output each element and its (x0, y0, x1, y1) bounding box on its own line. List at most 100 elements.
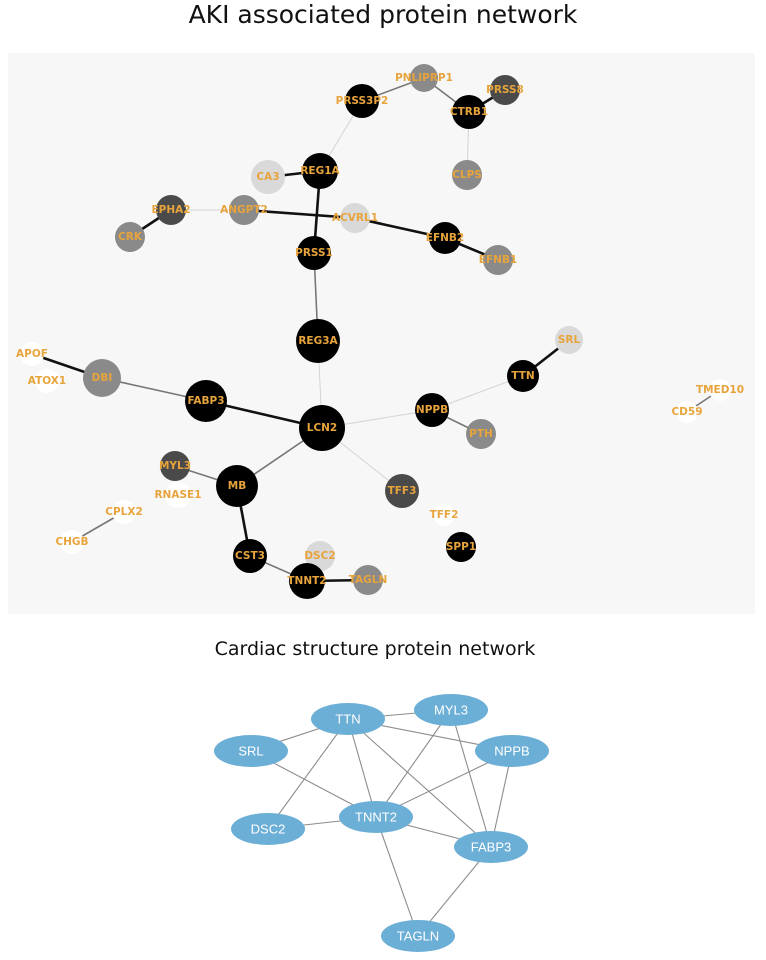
node-myl3[interactable]: MYL3 (159, 451, 191, 481)
node-circle (233, 539, 267, 573)
node-acvrl1[interactable]: ACVRL1 (332, 203, 378, 233)
cardiac-network-title: Cardiac structure protein network (214, 638, 536, 660)
node-circle (185, 380, 227, 422)
cardiac-node-label: SRL (238, 744, 263, 759)
cardiac-node-fabp3[interactable]: FABP3 (454, 831, 528, 863)
node-epha2[interactable]: EPHA2 (151, 195, 191, 225)
cardiac-node-tnnt2[interactable]: TNNT2 (339, 801, 413, 833)
cardiac-node-shape (475, 735, 549, 767)
cardiac-edge-ttn-dsc2 (267, 718, 349, 830)
node-clps[interactable]: CLPS (452, 160, 482, 190)
node-label: ATOX1 (28, 375, 66, 387)
node-mb[interactable]: MB (216, 465, 258, 507)
node-label: REG1A (300, 165, 340, 177)
node-label: CHGB (55, 536, 88, 548)
cardiac-node-shape (311, 703, 385, 735)
node-label: EFNB2 (426, 232, 464, 244)
node-cst3[interactable]: CST3 (233, 539, 267, 573)
node-tmed10[interactable]: TMED10 (696, 379, 744, 401)
node-prss8[interactable]: PRSS8 (486, 75, 524, 105)
node-label: CPLX2 (105, 506, 143, 518)
node-ttn[interactable]: TTN (507, 360, 539, 392)
node-label: CRK (118, 231, 143, 243)
node-circle (112, 500, 136, 524)
node-circle (216, 465, 258, 507)
cardiac-edge-ttn-tnnt2 (347, 718, 377, 818)
node-apof[interactable]: APOF (16, 342, 48, 366)
node-crk[interactable]: CRK (115, 222, 145, 252)
node-tagln[interactable]: TAGLN (349, 565, 388, 595)
node-pnliprp1[interactable]: PNLIPRP1 (395, 64, 453, 92)
node-prss3p2[interactable]: PRSS3P2 (336, 84, 389, 118)
node-circle (709, 379, 731, 401)
node-label: TTN (511, 370, 534, 382)
cardiac-node-label: TNNT2 (355, 810, 397, 825)
cardiac-node-label: TTN (335, 712, 360, 727)
aki-network-title: AKI associated protein network (188, 0, 578, 29)
cardiac-node-label: FABP3 (471, 840, 511, 855)
cardiac-node-shape (231, 813, 305, 845)
node-circle (429, 222, 461, 254)
cardiac-node-srl[interactable]: SRL (214, 735, 288, 767)
node-ca3[interactable]: CA3 (251, 160, 285, 194)
node-label: TNNT2 (287, 575, 326, 587)
node-label: SRL (558, 334, 581, 346)
node-cplx2[interactable]: CPLX2 (105, 500, 143, 524)
node-lcn2[interactable]: LCN2 (299, 405, 345, 451)
node-efnb2[interactable]: EFNB2 (426, 222, 464, 254)
node-circle (490, 75, 520, 105)
node-label: TFF2 (430, 509, 459, 521)
node-dsc2[interactable]: DSC2 (304, 541, 336, 571)
node-circle (35, 369, 59, 393)
node-label: MYL3 (159, 460, 191, 472)
node-circle (115, 222, 145, 252)
node-tnnt2[interactable]: TNNT2 (287, 563, 327, 599)
node-circle (251, 160, 285, 194)
node-circle (305, 541, 335, 571)
node-circle (555, 326, 583, 354)
node-label: DSC2 (304, 550, 335, 562)
node-cd59[interactable]: CD59 (671, 401, 703, 423)
node-label: RNASE1 (154, 489, 201, 501)
node-efnb1[interactable]: EFNB1 (479, 245, 517, 275)
node-circle (83, 359, 121, 397)
node-label: EPHA2 (151, 204, 190, 216)
node-circle (415, 393, 449, 427)
node-tff2[interactable]: TFF2 (430, 504, 459, 526)
cardiac-node-tagln[interactable]: TAGLN (381, 920, 455, 952)
cardiac-node-shape (214, 735, 288, 767)
node-circle (483, 245, 513, 275)
node-label: NPPB (416, 404, 448, 416)
cardiac-edge-tnnt2-tagln (375, 816, 419, 937)
node-label: APOF (16, 348, 48, 360)
node-atox1[interactable]: ATOX1 (28, 369, 66, 393)
node-angpt2[interactable]: ANGPT2 (220, 195, 268, 225)
cardiac-node-label: TAGLN (397, 929, 439, 944)
cardiac-node-ttn[interactable]: TTN (311, 703, 385, 735)
node-label: TFF3 (388, 485, 417, 497)
node-tff3[interactable]: TFF3 (385, 474, 419, 508)
node-label: TAGLN (349, 574, 388, 586)
node-prss1[interactable]: PRSS1 (295, 236, 333, 270)
cardiac-node-nppb[interactable]: NPPB (475, 735, 549, 767)
node-ctrb1[interactable]: CTRB1 (450, 95, 488, 129)
node-fabp3[interactable]: FABP3 (185, 380, 227, 422)
cardiac-node-myl3[interactable]: MYL3 (414, 694, 488, 726)
node-srl[interactable]: SRL (555, 326, 583, 354)
node-circle (60, 530, 84, 554)
node-circle (433, 504, 455, 526)
node-label: PNLIPRP1 (395, 72, 453, 84)
cardiac-node-shape (381, 920, 455, 952)
node-nppb[interactable]: NPPB (415, 393, 449, 427)
node-label: DBI (92, 372, 113, 384)
node-spp1[interactable]: SPP1 (446, 532, 476, 562)
node-reg1a[interactable]: REG1A (300, 153, 341, 189)
cardiac-node-dsc2[interactable]: DSC2 (231, 813, 305, 845)
node-circle (385, 474, 419, 508)
node-pth[interactable]: PTH (466, 419, 496, 449)
node-chgb[interactable]: CHGB (55, 530, 89, 554)
node-rnase1[interactable]: RNASE1 (154, 482, 202, 508)
node-dbi[interactable]: DBI (83, 359, 121, 397)
node-circle (160, 451, 190, 481)
node-reg3a[interactable]: REG3A (296, 319, 340, 363)
